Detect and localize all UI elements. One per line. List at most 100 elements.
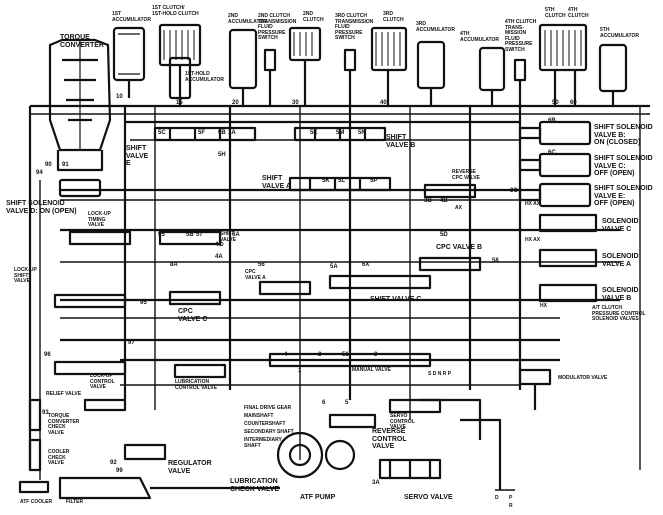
torque-converter bbox=[48, 38, 112, 172]
line-number: 5H bbox=[218, 152, 226, 158]
line-number: 92 bbox=[110, 460, 117, 466]
cooler-check-valve bbox=[28, 438, 42, 472]
label-pressure-switch-4th: 4TH CLUTCH TRANS- MISSION FLUID PRESSURE… bbox=[505, 19, 537, 53]
line-number: 5A bbox=[330, 264, 338, 270]
label-accumulator-5th: 5TH ACCUMULATOR bbox=[600, 27, 639, 39]
line-number: 50 bbox=[552, 100, 559, 106]
accumulator-1st bbox=[112, 26, 146, 98]
label-regulator-valve: REGULATOR VALVE bbox=[168, 460, 212, 475]
label-pressure-switch-3rd: 3RD CLUTCH TRANSMISSION FLUID PRESSURE S… bbox=[335, 13, 374, 41]
label-at-clutch-pressure: A/T CLUTCH PRESSURE CONTROL SOLENOID VAL… bbox=[592, 305, 646, 322]
label-solenoid-valve-c: SOLENOID VALVE C bbox=[602, 218, 639, 233]
line-number: 5N bbox=[358, 130, 366, 136]
reverse-cpc-valve bbox=[423, 183, 477, 199]
pressure-switch-4th bbox=[513, 58, 527, 106]
label-atf-pump: ATF PUMP bbox=[300, 494, 336, 501]
label-accumulator-4th: 4TH ACCUMULATOR bbox=[460, 31, 499, 43]
label-hx-bottom: HX bbox=[540, 303, 547, 309]
regulator-valve bbox=[123, 443, 167, 461]
label-shift-valve-d: SHIFT VALVE D bbox=[220, 231, 236, 248]
atf-cooler bbox=[18, 480, 50, 494]
label-lockup-control-valve: LOCK-UP CONTROL VALVE bbox=[90, 373, 115, 390]
accumulator-1st-hold bbox=[168, 56, 192, 100]
pressure-switch-3rd bbox=[343, 48, 357, 106]
label-solenoid-valve-b: SOLENOID VALVE B bbox=[602, 287, 639, 302]
label-modulator-valve: MODULATOR VALVE bbox=[558, 375, 608, 381]
line-number: 4A bbox=[215, 254, 223, 260]
label-lockup-timing-valve: LOCK-UP TIMING VALVE bbox=[88, 211, 111, 228]
shift-valve-b bbox=[293, 126, 387, 142]
line-number: 40 bbox=[380, 100, 387, 106]
label-torque-converter-check-valve: TORQUE CONVERTER CHECK VALVE bbox=[48, 413, 80, 436]
label-countershaft: COUNTERSHAFT bbox=[244, 421, 286, 427]
label-dpr-p: P bbox=[509, 495, 513, 501]
servo-control-valve bbox=[388, 398, 442, 414]
line-number: 3C bbox=[510, 188, 518, 194]
clutch-5th-4th bbox=[538, 23, 588, 106]
label-servo-control-valve: SERVO CONTROL VALVE bbox=[390, 413, 415, 430]
accumulator-5th bbox=[598, 43, 628, 106]
label-shift-valve-b: SHIFT VALVE B bbox=[386, 134, 416, 149]
label-torque-converter: TORQUE CONVERTER bbox=[60, 34, 104, 49]
solenoid-valve-a bbox=[538, 248, 598, 268]
label-ax: AX bbox=[455, 205, 462, 211]
line-number: 6A bbox=[232, 232, 240, 238]
line-number: 5K bbox=[322, 178, 330, 184]
line-number: 3B bbox=[424, 198, 432, 204]
label-shift-solenoid-d: SHIFT SOLENOID VALVE D: ON (OPEN) bbox=[6, 200, 77, 215]
label-accumulator-1st: 1ST ACCUMULATOR bbox=[112, 11, 151, 23]
line-number: 95 bbox=[140, 300, 147, 306]
solenoid-valve-b bbox=[538, 283, 598, 303]
line-number: 90 bbox=[45, 162, 52, 168]
pressure-switch-2nd bbox=[263, 48, 277, 106]
label-intermediary-shaft: INTERMEDIARY SHAFT bbox=[244, 437, 282, 449]
line-number: 10 bbox=[116, 94, 123, 100]
clutch-3rd bbox=[370, 26, 408, 106]
label-accumulator-1st-hold: 1ST-HOLD ACCUMULATOR bbox=[185, 71, 224, 83]
label-dpr-d: D bbox=[495, 495, 499, 501]
label-pressure-switch-2nd: 2ND CLUTCH TRANSMISSION FLUID PRESSURE S… bbox=[258, 13, 297, 41]
line-number: 55 bbox=[158, 232, 165, 238]
torque-converter-check-valve bbox=[28, 398, 42, 432]
line-number: 3A bbox=[372, 480, 380, 486]
cpc-valve-c bbox=[168, 290, 222, 306]
label-shift-valve-c: SHIFT VALVE C bbox=[370, 296, 422, 303]
relief-valve bbox=[83, 398, 127, 412]
shift-solenoid-e bbox=[518, 182, 592, 208]
label-hx-ax-mid: HX AX bbox=[525, 237, 541, 243]
label-mainshaft: MAINSHAFT bbox=[244, 413, 274, 419]
line-number: 2 bbox=[318, 352, 322, 358]
label-secondary-shaft: SECONDARY SHAFT bbox=[244, 429, 294, 435]
line-number: 91 bbox=[62, 162, 69, 168]
line-number: 30 bbox=[292, 100, 299, 106]
line-number: 6X bbox=[362, 262, 370, 268]
label-accumulator-2nd: 2ND ACCUMULATOR bbox=[228, 13, 267, 25]
cpc-valve-a bbox=[258, 280, 312, 296]
line-number: 5M bbox=[336, 130, 345, 136]
lockup-control-valve bbox=[53, 360, 127, 376]
label-solenoid-valve-a: SOLENOID VALVE A bbox=[602, 253, 639, 268]
line-number: 5 bbox=[345, 400, 349, 406]
line-number: 4B bbox=[440, 198, 448, 204]
line-number: 96 bbox=[44, 352, 51, 358]
line-number: 6B bbox=[548, 118, 556, 124]
label-cooler-check-valve: COOLER CHECK VALVE bbox=[48, 449, 70, 466]
label-manual-positions: S D N R P bbox=[428, 371, 452, 377]
shift-valve-d bbox=[158, 230, 222, 246]
label-hx-ax-top: HX AX bbox=[525, 201, 541, 207]
line-number: 5P bbox=[370, 178, 378, 184]
lubrication-control-valve bbox=[173, 363, 227, 379]
reverse-control-valve bbox=[328, 413, 377, 429]
line-number: 15 bbox=[176, 100, 183, 106]
line-number: 60 bbox=[570, 100, 577, 106]
clutch-2nd bbox=[288, 26, 322, 106]
line-number: 5C bbox=[158, 130, 166, 136]
line-number: 56 bbox=[258, 262, 265, 268]
label-shift-solenoid-e: SHIFT SOLENOID VALVE E: OFF (OPEN) bbox=[594, 185, 653, 207]
line-number: 57 bbox=[196, 232, 203, 238]
solenoid-valve-c bbox=[538, 213, 598, 233]
line-number: 5L bbox=[338, 178, 346, 184]
label-servo-valve: SERVO VALVE bbox=[404, 494, 453, 501]
line-number: 20 bbox=[232, 100, 239, 106]
modulator-valve bbox=[518, 368, 552, 410]
